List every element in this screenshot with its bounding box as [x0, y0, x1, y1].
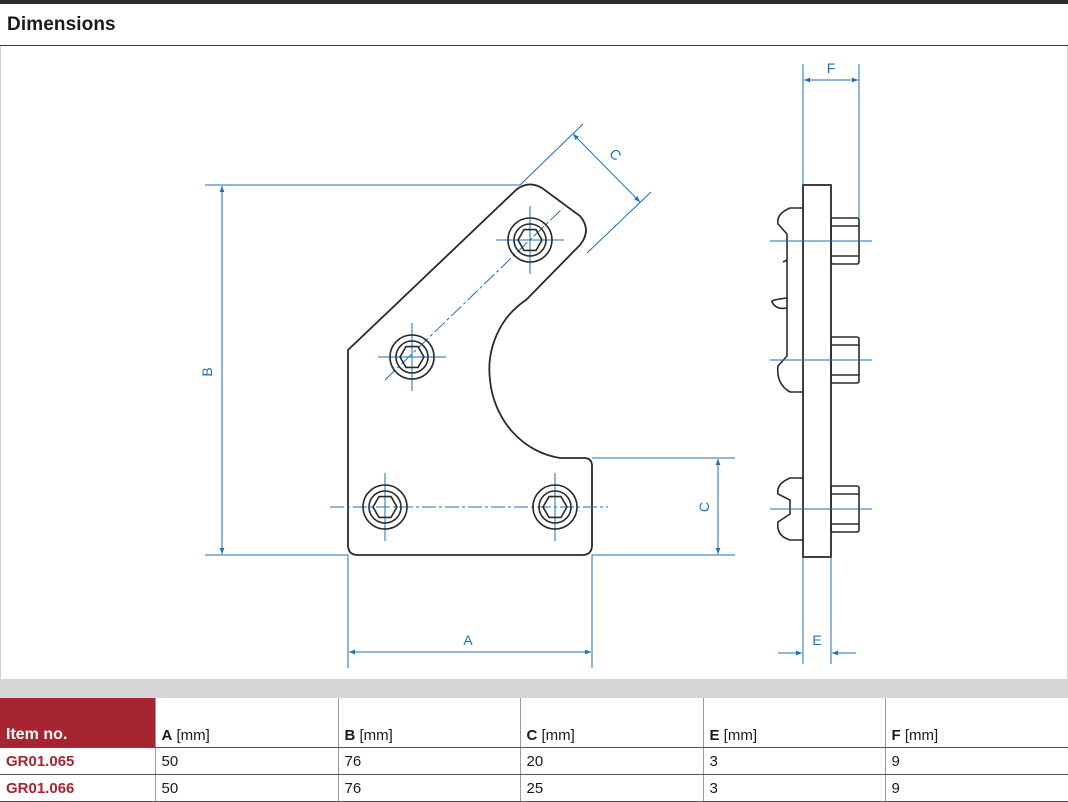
dimension-a	[347, 555, 593, 668]
header-e-unit: [mm]	[719, 727, 758, 744]
screw-middle	[389, 334, 435, 380]
table-separator	[0, 679, 1068, 698]
header-b-letter: B	[344, 727, 356, 744]
item-number-link[interactable]: GR01.066	[0, 774, 156, 802]
cell-a: 50	[155, 747, 339, 775]
technical-drawing: B A C C	[199, 60, 872, 668]
dim-label-c-diagonal: C	[606, 145, 624, 163]
header-e-letter: E	[709, 727, 720, 744]
cell-b: 76	[338, 747, 521, 775]
header-a-unit: [mm]	[172, 727, 210, 744]
cell-a: 50	[155, 774, 339, 802]
table-header-row: Item no. A [mm] B [mm] C [mm] E [mm] F […	[0, 698, 1068, 748]
side-view: F E	[770, 60, 872, 664]
cell-e: 3	[703, 747, 886, 775]
header-c-unit: [mm]	[537, 727, 575, 744]
header-f-letter: F	[891, 727, 901, 744]
title-rule	[0, 45, 1068, 46]
screw-top	[507, 217, 553, 263]
dim-label-a: A	[463, 632, 473, 648]
dim-label-b: B	[199, 367, 215, 376]
header-e: E [mm]	[703, 698, 886, 748]
cell-f: 9	[885, 747, 1068, 775]
header-b: B [mm]	[338, 698, 521, 748]
front-view: B A C C	[199, 123, 735, 668]
cell-f: 9	[885, 774, 1068, 802]
header-c-letter: C	[526, 727, 538, 744]
cell-c: 25	[520, 774, 704, 802]
cell-e: 3	[703, 774, 886, 802]
dimensions-table: Item no. A [mm] B [mm] C [mm] E [mm] F […	[0, 698, 1068, 802]
table-row: GR01.065 50 76 20 3 9	[0, 747, 1068, 775]
table-row: GR01.066 50 76 25 3 9	[0, 774, 1068, 802]
dim-label-c-vertical: C	[696, 502, 712, 512]
dimension-c-vertical	[592, 457, 735, 556]
dim-label-f: F	[827, 60, 836, 76]
header-f-unit: [mm]	[900, 727, 939, 744]
plate-outline	[347, 183, 593, 556]
header-a: A [mm]	[155, 698, 339, 748]
cell-b: 76	[338, 774, 521, 802]
dimension-f	[802, 64, 860, 218]
screw-bottom-left	[362, 484, 408, 530]
top-border	[0, 0, 1068, 4]
header-c: C [mm]	[520, 698, 704, 748]
dimension-b	[205, 184, 520, 556]
header-f: F [mm]	[885, 698, 1068, 748]
dim-label-e: E	[812, 632, 821, 648]
cell-c: 20	[520, 747, 704, 775]
screw-bottom-right	[532, 484, 578, 530]
dimension-e	[778, 557, 856, 664]
item-number-link[interactable]: GR01.065	[0, 747, 156, 775]
dimension-c-diagonal	[519, 123, 652, 254]
header-b-unit: [mm]	[355, 727, 393, 744]
section-title: Dimensions	[7, 14, 116, 35]
header-item-no: Item no.	[0, 698, 156, 748]
header-a-letter: A	[161, 727, 173, 744]
